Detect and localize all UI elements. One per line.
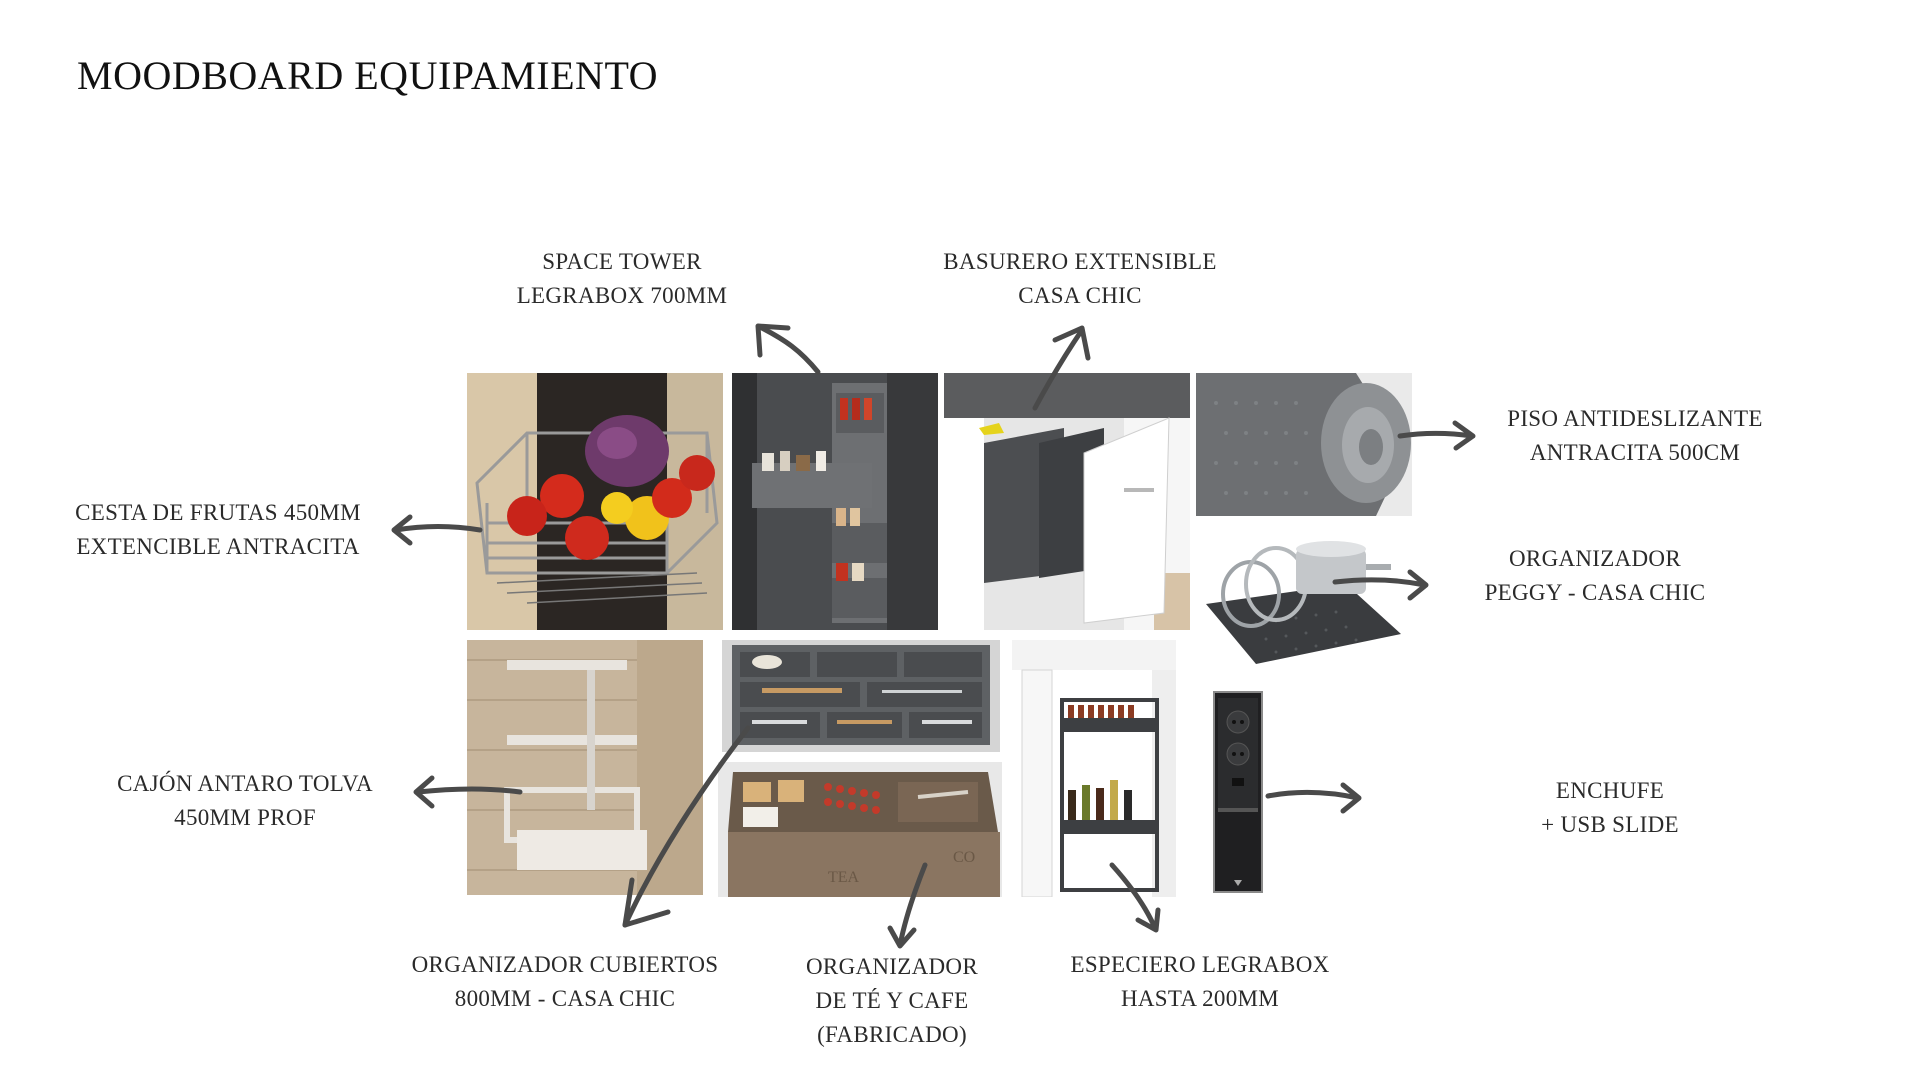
arrow-enchufe (1265, 782, 1362, 814)
caption-basurero: BASURERO EXTENSIBLE CASA CHIC (935, 245, 1225, 313)
caption-line: CASA CHIC (1018, 283, 1142, 308)
caption-line: PEGGY - CASA CHIC (1484, 580, 1706, 605)
pot-lid-organizer-photo (1196, 524, 1412, 669)
caption-line: ORGANIZADOR (806, 954, 978, 979)
svg-text:CO: CO (953, 849, 975, 866)
caption-enchufe: ENCHUFE + USB SLIDE (1500, 774, 1720, 842)
cutlery-tray-photo (722, 640, 1000, 752)
fruit-basket-drawer-photo (467, 373, 723, 630)
svg-text:TEA: TEA (828, 869, 860, 886)
caption-line: 800MM - CASA CHIC (454, 986, 676, 1011)
caption-line: CESTA DE FRUTAS 450MM (75, 500, 361, 525)
caption-space-tower: SPACE TOWER LEGRABOX 700MM (500, 245, 744, 313)
caption-line: HASTA 200MM (1120, 986, 1279, 1011)
anti-slip-mat-roll-photo (1196, 373, 1412, 516)
caption-line: ORGANIZADOR (1509, 546, 1681, 571)
caption-line: ENCHUFE (1555, 778, 1665, 803)
pantry-tower-photo (732, 373, 938, 630)
caption-cajon: CAJÓN ANTARO TOLVA 450MM PROF (95, 767, 395, 835)
caption-line: BASURERO EXTENSIBLE (943, 249, 1217, 274)
arrow-space-tower (755, 323, 821, 375)
caption-line: + USB SLIDE (1541, 812, 1679, 837)
caption-line: SPACE TOWER (542, 249, 702, 274)
caption-line: PISO ANTIDESLIZANTE (1507, 406, 1763, 431)
caption-cesta: CESTA DE FRUTAS 450MM EXTENCIBLE ANTRACI… (50, 496, 386, 564)
caption-peggy: ORGANIZADOR PEGGY - CASA CHIC (1460, 542, 1730, 610)
caption-line: DE TÉ Y CAFE (815, 988, 969, 1013)
caption-piso: PISO ANTIDESLIZANTE ANTRACITA 500CM (1480, 402, 1790, 470)
caption-line: EXTENCIBLE ANTRACITA (76, 534, 360, 559)
caption-line: ORGANIZADOR CUBIERTOS (411, 952, 719, 977)
wooden-drawer-photo (467, 640, 703, 895)
tea-coffee-drawer-photo: TEA CO (718, 762, 1002, 897)
caption-line: (FABRICADO) (817, 1022, 967, 1047)
caption-line: 450MM PROF (174, 805, 316, 830)
caption-line: CAJÓN ANTARO TOLVA (117, 771, 373, 796)
pull-out-bin-photo (944, 373, 1190, 630)
caption-te-cafe: ORGANIZADOR DE TÉ Y CAFE (FABRICADO) (760, 950, 1024, 1052)
caption-especiero: ESPECIERO LEGRABOX HASTA 200MM (1050, 948, 1350, 1016)
caption-line: LEGRABOX 700MM (516, 283, 728, 308)
caption-line: ANTRACITA 500CM (1529, 440, 1741, 465)
caption-cubiertos: ORGANIZADOR CUBIERTOS 800MM - CASA CHIC (390, 948, 740, 1016)
caption-line: ESPECIERO LEGRABOX (1070, 952, 1330, 977)
page-title: MOODBOARD EQUIPAMIENTO (77, 53, 659, 98)
pop-up-socket-photo (1212, 690, 1264, 896)
spice-rack-pullout-photo (1012, 640, 1176, 897)
